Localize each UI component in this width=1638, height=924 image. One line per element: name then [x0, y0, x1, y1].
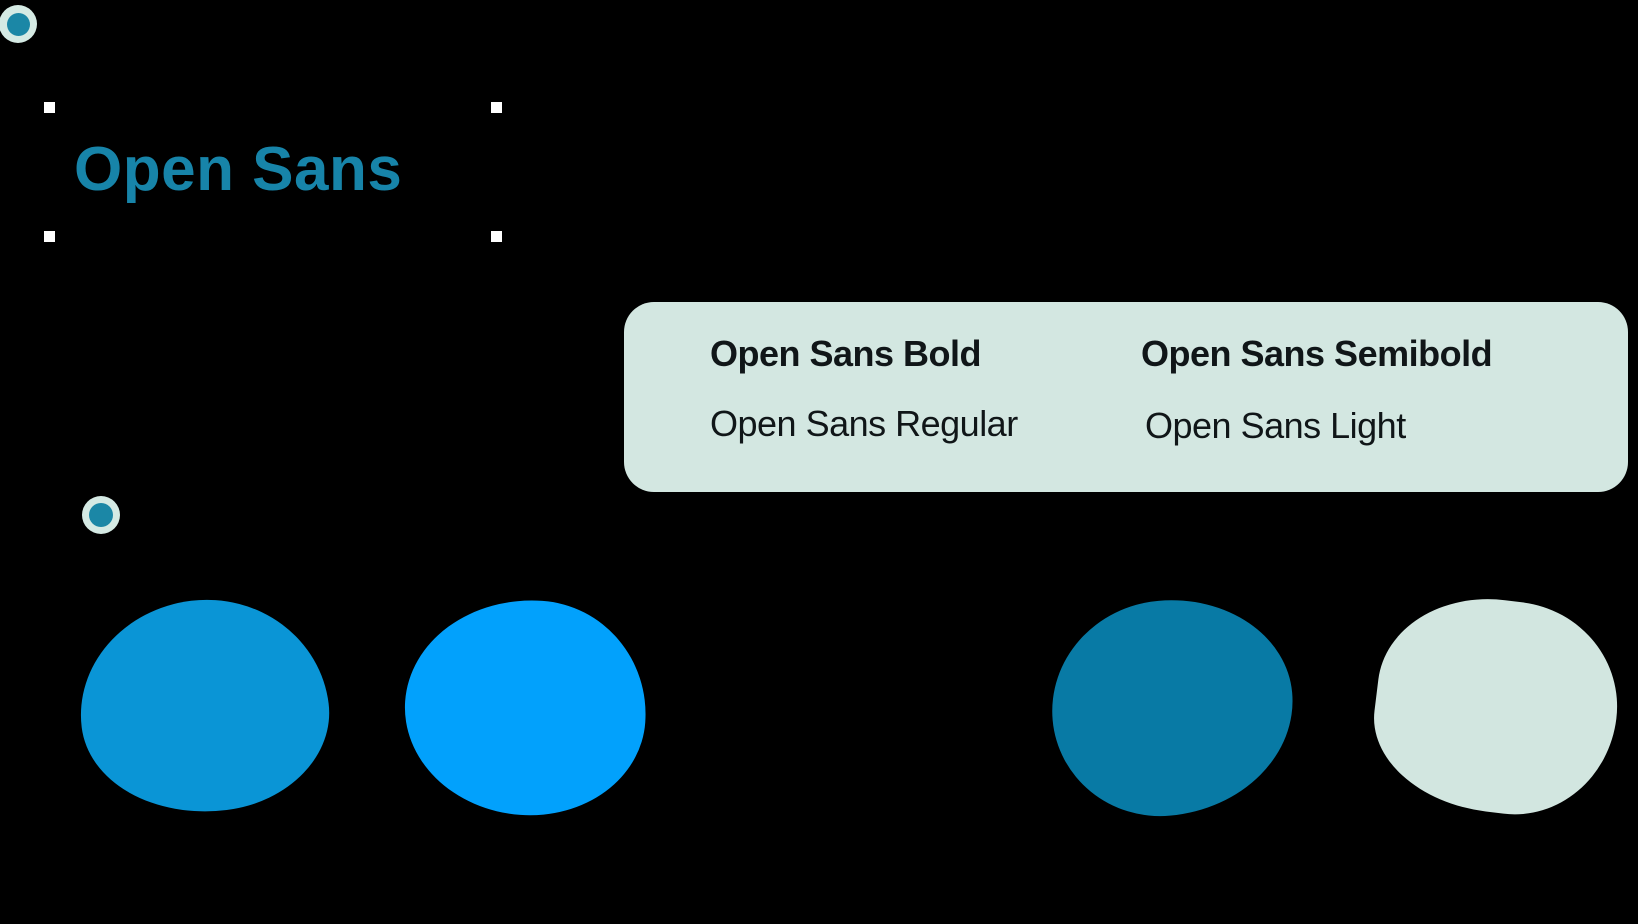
color-blob-azure[interactable]: [397, 591, 654, 824]
color-blob-pale-mint[interactable]: [1363, 586, 1630, 826]
color-blob-blue[interactable]: [68, 585, 340, 827]
selection-handle-top-right[interactable]: [491, 102, 502, 113]
selected-text-object[interactable]: Open Sans: [44, 102, 502, 242]
bullet-marker-icon[interactable]: [82, 496, 120, 534]
font-samples-panel[interactable]: Open Sans Bold Open Sans Semibold Open S…: [624, 302, 1628, 492]
color-blob-dark-teal-blue[interactable]: [1043, 589, 1302, 826]
page-title: Open Sans: [74, 135, 403, 204]
font-sample-light[interactable]: Open Sans Light: [1145, 405, 1406, 446]
bullet-marker-icon[interactable]: [0, 5, 37, 43]
bullet-marker-inner-dot: [89, 503, 113, 527]
font-sample-regular[interactable]: Open Sans Regular: [710, 403, 1018, 444]
selection-handle-bottom-left[interactable]: [44, 231, 55, 242]
font-sample-bold[interactable]: Open Sans Bold: [710, 333, 982, 374]
selection-handle-bottom-right[interactable]: [491, 231, 502, 242]
bullet-marker-inner-dot: [6, 12, 30, 36]
selection-handle-top-left[interactable]: [44, 102, 55, 113]
font-sample-semibold[interactable]: Open Sans Semibold: [1141, 333, 1493, 374]
